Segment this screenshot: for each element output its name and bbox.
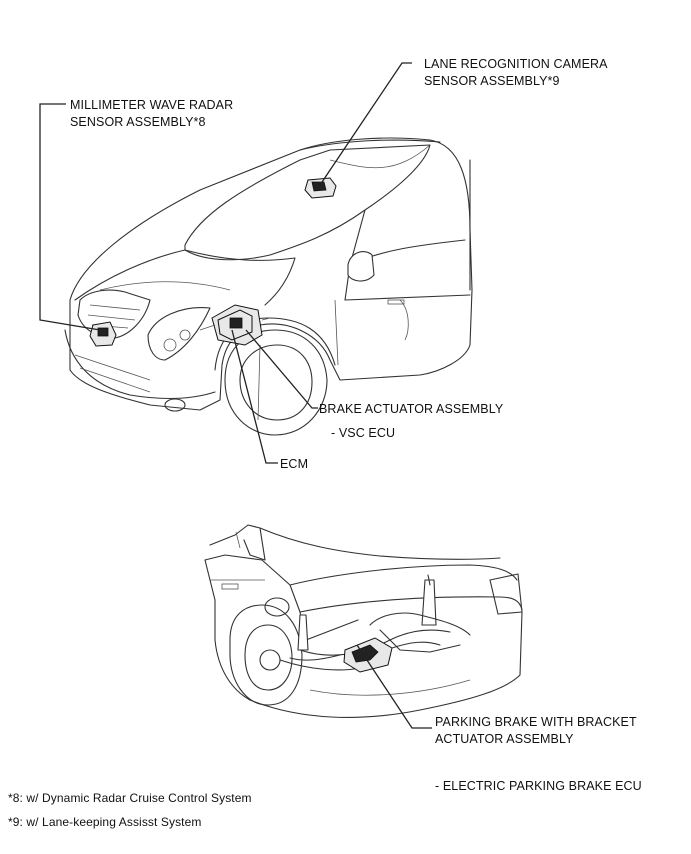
brake-actuator-leader xyxy=(245,329,318,409)
parking-brake-label-line2: ACTUATOR ASSEMBLY xyxy=(435,732,574,746)
lane-camera-label-line1: LANE RECOGNITION CAMERA xyxy=(424,57,608,71)
epb-ecu-label: - ELECTRIC PARKING BRAKE ECU xyxy=(435,779,642,793)
front-car-body xyxy=(64,137,473,436)
parking-brake-label-line1: PARKING BRAKE WITH BRACKET xyxy=(435,715,637,729)
ecm-leader xyxy=(231,329,278,464)
mmw-radar-label-line2: SENSOR ASSEMBLY*8 xyxy=(70,115,206,129)
vsc-ecu-label: - VSC ECU xyxy=(331,426,396,440)
footnote-8: *8: w/ Dynamic Radar Cruise Control Syst… xyxy=(8,791,252,805)
ecm-label: ECM xyxy=(280,457,309,471)
footnote-9: *9: w/ Lane-keeping Assisst System xyxy=(8,815,202,829)
radar-sensor-part xyxy=(89,321,117,347)
brake-actuator-label: BRAKE ACTUATOR ASSEMBLY xyxy=(319,402,504,416)
mmw-radar-label-line1: MILLIMETER WAVE RADAR xyxy=(70,98,234,112)
lane-camera-leader xyxy=(317,62,412,189)
rear-car-body xyxy=(204,524,523,718)
radar-leader xyxy=(39,103,101,331)
lane-camera-label-line2: SENSOR ASSEMBLY*9 xyxy=(424,74,560,88)
parking-brake-leader xyxy=(356,644,432,729)
